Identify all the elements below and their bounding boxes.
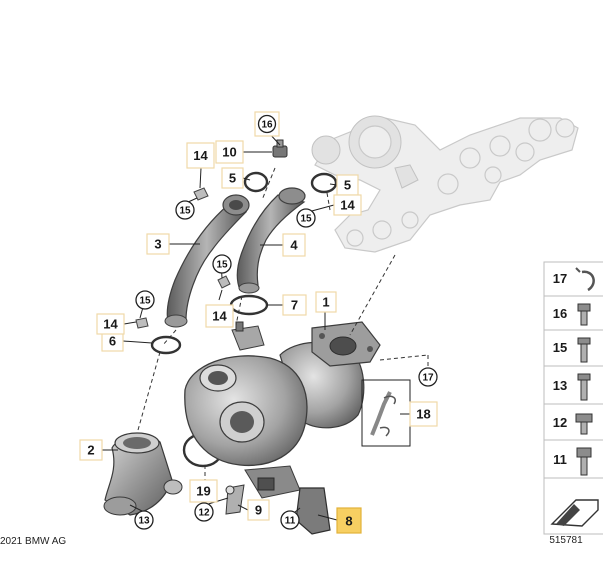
charge-air-hose-4 bbox=[236, 187, 306, 294]
seal-ring-7 bbox=[229, 294, 269, 316]
callout-14-middle: 14 bbox=[205, 304, 234, 328]
intake-elbow-2 bbox=[103, 432, 183, 516]
svg-text:10: 10 bbox=[222, 145, 236, 160]
bracket-9 bbox=[225, 484, 245, 515]
panel-item-15: 15 bbox=[553, 337, 591, 363]
svg-text:14: 14 bbox=[103, 317, 118, 332]
support-bracket-8 bbox=[295, 487, 331, 535]
svg-text:15: 15 bbox=[139, 296, 151, 307]
callout-circle-16: 16 bbox=[254, 111, 280, 137]
svg-text:8: 8 bbox=[345, 514, 352, 529]
panel-item-16: 16 bbox=[553, 303, 591, 326]
svg-text:18: 18 bbox=[416, 407, 430, 422]
svg-text:15: 15 bbox=[216, 260, 228, 271]
callout-10: 10 bbox=[215, 140, 244, 164]
svg-text:14: 14 bbox=[340, 198, 355, 213]
svg-text:12: 12 bbox=[198, 508, 210, 519]
charge-air-hose-3 bbox=[164, 194, 250, 328]
svg-text:12: 12 bbox=[553, 415, 567, 430]
sensor-part-10 bbox=[272, 139, 288, 158]
callout-1: 1 bbox=[315, 291, 337, 313]
callout-circle-17: 17 bbox=[418, 367, 438, 387]
svg-text:3: 3 bbox=[154, 237, 161, 252]
callout-circle-11: 11 bbox=[280, 510, 300, 530]
seal-ring-5-right bbox=[310, 172, 338, 194]
svg-text:13: 13 bbox=[553, 378, 567, 393]
callout-14-top-right: 14 bbox=[333, 194, 362, 216]
svg-text:14: 14 bbox=[212, 309, 227, 324]
svg-text:19: 19 bbox=[196, 484, 210, 499]
assembly-lines bbox=[137, 167, 429, 480]
svg-text:5: 5 bbox=[344, 178, 351, 193]
svg-text:11: 11 bbox=[553, 452, 567, 467]
seal-ring-6 bbox=[150, 335, 182, 355]
callout-14-left: 14 bbox=[96, 313, 125, 335]
image-number: 515781 bbox=[549, 535, 583, 546]
callout-4: 4 bbox=[282, 233, 306, 257]
svg-text:16: 16 bbox=[261, 120, 273, 131]
svg-text:14: 14 bbox=[193, 148, 208, 163]
panel-item-11: 11 bbox=[553, 447, 592, 476]
svg-text:17: 17 bbox=[422, 373, 434, 384]
callout-3: 3 bbox=[146, 233, 170, 255]
callout-circle-15-top-left: 15 bbox=[175, 200, 195, 220]
callout-8-highlighted: 8 bbox=[336, 507, 362, 534]
svg-text:4: 4 bbox=[290, 238, 298, 253]
callout-14-top-left: 14 bbox=[186, 142, 215, 169]
callout-circle-15-top-right: 15 bbox=[296, 208, 316, 228]
svg-text:13: 13 bbox=[138, 516, 150, 527]
callout-5-left: 5 bbox=[221, 167, 244, 189]
svg-text:1: 1 bbox=[322, 295, 329, 310]
svg-text:9: 9 bbox=[255, 503, 262, 518]
svg-text:15: 15 bbox=[553, 340, 567, 355]
callout-9: 9 bbox=[247, 499, 270, 521]
panel-item-13: 13 bbox=[553, 373, 591, 401]
svg-text:17: 17 bbox=[553, 271, 567, 286]
svg-text:15: 15 bbox=[300, 214, 312, 225]
panel-item-17: 17 bbox=[553, 267, 595, 292]
panel-item-12: 12 bbox=[553, 413, 593, 435]
callout-18: 18 bbox=[409, 401, 438, 427]
svg-text:7: 7 bbox=[291, 298, 298, 313]
callout-2: 2 bbox=[79, 439, 103, 461]
svg-text:11: 11 bbox=[285, 516, 296, 527]
exhaust-manifold-ghost bbox=[311, 115, 579, 253]
callout-circle-12: 12 bbox=[194, 502, 214, 522]
svg-text:16: 16 bbox=[553, 306, 567, 321]
svg-text:6: 6 bbox=[109, 334, 116, 349]
panel-arrow-icon bbox=[550, 499, 599, 527]
copyright-text: 2021 BMW AG bbox=[0, 536, 66, 547]
callout-19: 19 bbox=[189, 479, 218, 503]
oil-line-bracket-18 bbox=[361, 379, 411, 447]
callout-circle-15-left: 15 bbox=[135, 290, 155, 310]
callout-7: 7 bbox=[282, 294, 307, 316]
svg-text:15: 15 bbox=[179, 206, 191, 217]
seal-ring-5-left bbox=[243, 171, 269, 193]
turbocharger bbox=[184, 321, 381, 499]
callout-circle-15-middle: 15 bbox=[212, 254, 232, 274]
parts-panel: 17 16 15 13 12 11 bbox=[543, 261, 603, 535]
svg-text:5: 5 bbox=[229, 171, 236, 186]
callout-5-right: 5 bbox=[336, 174, 359, 196]
svg-text:2: 2 bbox=[87, 443, 94, 458]
callout-circle-13: 13 bbox=[134, 510, 154, 530]
